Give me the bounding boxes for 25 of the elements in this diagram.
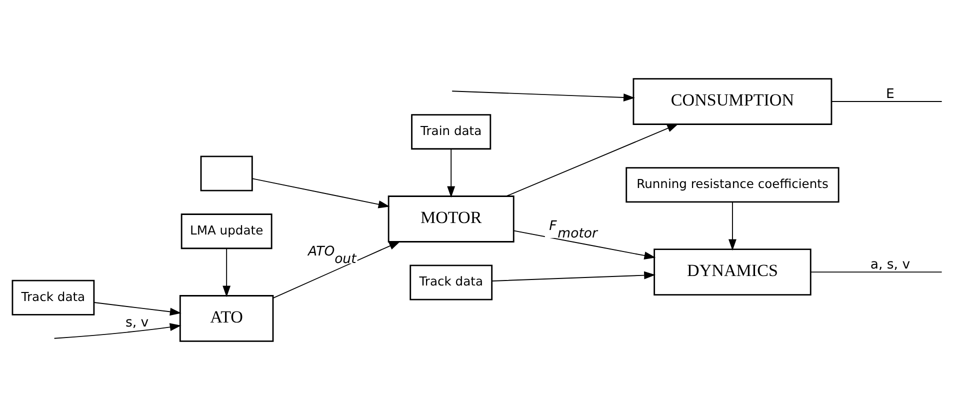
node-box: Track data [12, 280, 95, 316]
arrow [447, 148, 456, 198]
node-box: Train data [411, 114, 492, 150]
node-box: Running resistance coefficients [626, 167, 840, 203]
connector [810, 272, 942, 273]
node-box: MOTOR [388, 196, 514, 242]
node-box: Track data [410, 264, 493, 300]
edge-label: E [886, 86, 894, 102]
node-box: LMA update [180, 214, 272, 250]
arrow [252, 178, 390, 208]
edge-label: s, v [125, 315, 149, 330]
arrow [452, 90, 635, 102]
arrow [54, 323, 182, 339]
arrow [94, 302, 182, 316]
node-box: ATO [179, 295, 274, 342]
arrow [506, 124, 679, 197]
arrow [492, 271, 656, 282]
arrow [222, 248, 231, 298]
node-box [200, 156, 253, 192]
node-box: DYNAMICS [654, 248, 812, 296]
connector [831, 101, 942, 102]
arrow [728, 202, 736, 251]
arrow [513, 230, 656, 260]
edge-label: a, s, v [870, 257, 910, 272]
node-box: CONSUMPTION [632, 78, 832, 125]
